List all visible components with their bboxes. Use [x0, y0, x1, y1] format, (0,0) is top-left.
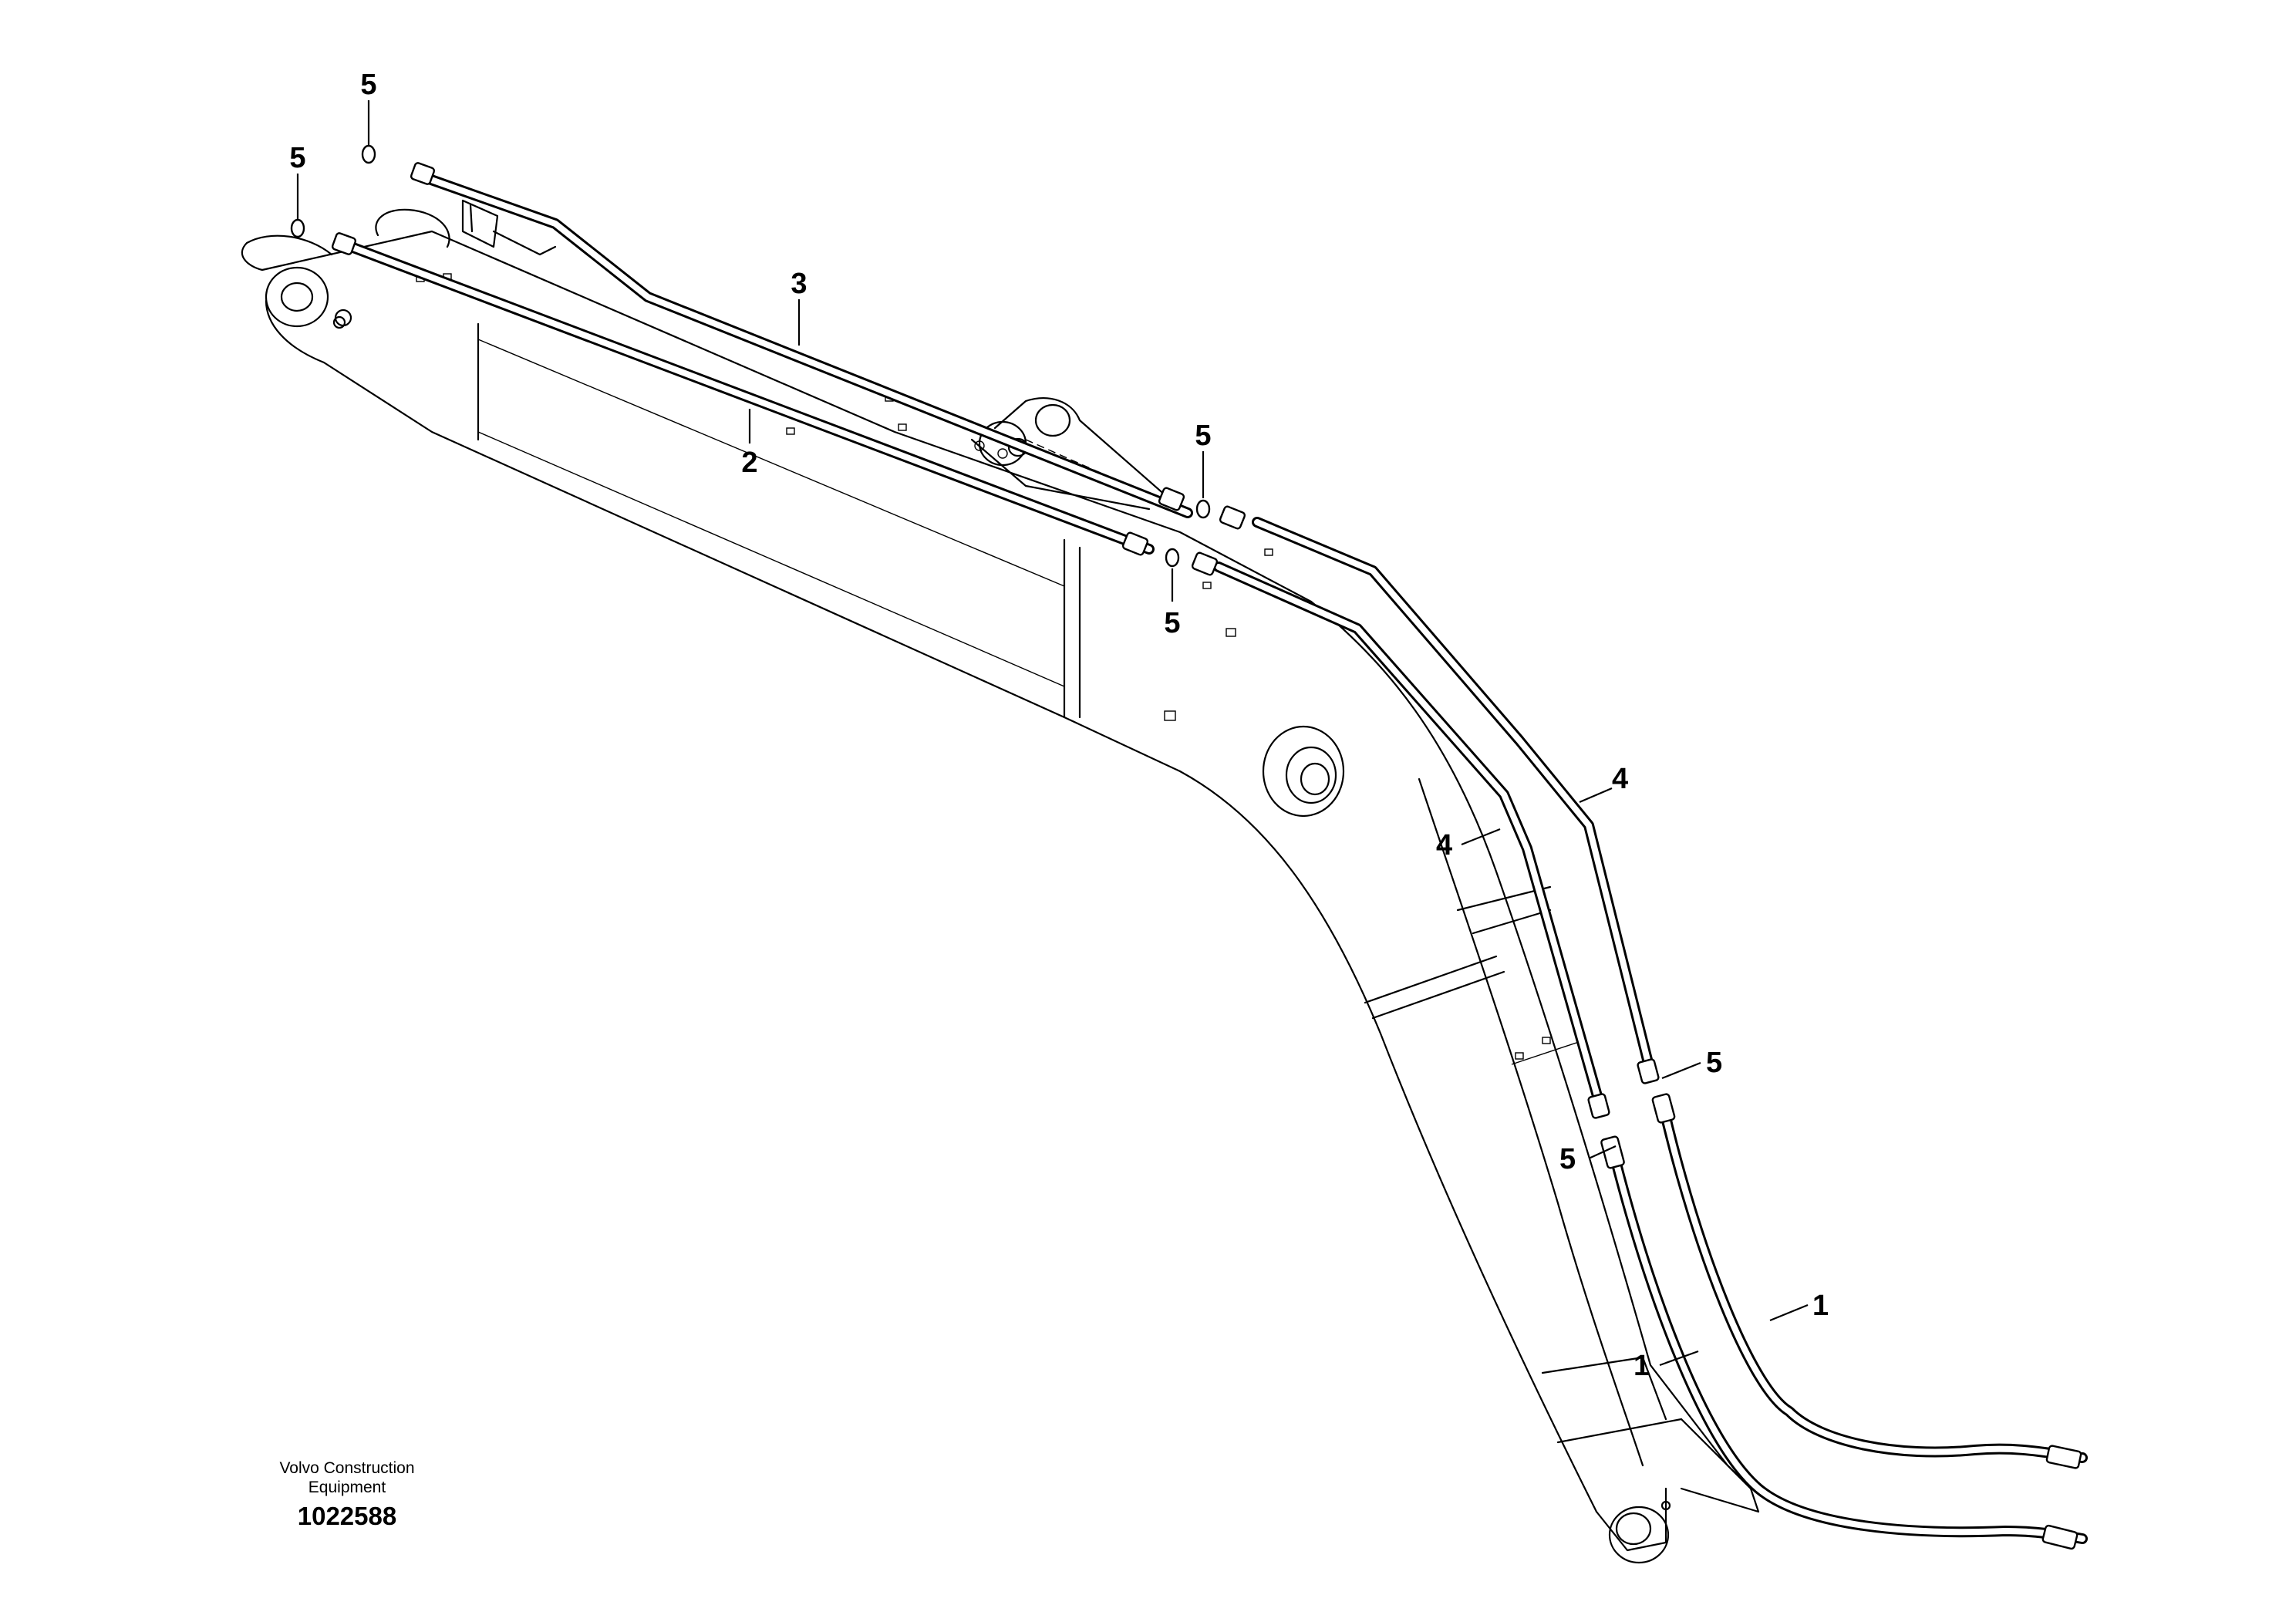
pipe-4-outer: [1252, 517, 1656, 1077]
footer-block: Volvo Construction Equipment 1022588: [279, 1459, 414, 1530]
fitting-hose-1-outer-end: [2045, 1445, 2082, 1469]
callout-1-inner: 1: [1633, 1350, 1650, 1382]
fitting-hose-1-inner-end: [2041, 1524, 2079, 1550]
callout-5-mid-lower: 5: [1164, 607, 1180, 639]
pipe-4-inner: [1213, 561, 1606, 1112]
callout-5-top-right: 5: [360, 69, 376, 101]
fitting-hose-1-inner-top: [1600, 1135, 1625, 1169]
callout-5-lower-outer: 5: [1706, 1047, 1722, 1079]
o-ring-mid-upper: [1195, 499, 1211, 519]
hose-1-outer: [1659, 1105, 2088, 1463]
callout-4-inner: 4: [1436, 829, 1452, 862]
hydraulic-pipes: [342, 170, 2088, 1544]
callout-leaders: [296, 100, 1809, 1367]
fitting-pipe-2-top: [331, 232, 357, 255]
o-ring-pipe-3-top: [361, 144, 376, 164]
fitting-pipe-4-inner-bottom: [1587, 1093, 1610, 1119]
callout-5-top-left: 5: [289, 142, 305, 174]
fitting-pipe-3-mid: [1158, 487, 1185, 511]
drawing-number: 1022588: [298, 1502, 396, 1530]
fitting-pipe-3-top: [410, 162, 436, 185]
hose-1-inner: [1610, 1155, 2088, 1544]
fitting-pipe-4-inner-top: [1191, 551, 1219, 576]
o-ring-mid-lower: [1165, 548, 1180, 568]
brand-line-1: Volvo Construction: [279, 1459, 414, 1477]
pipe-2: [342, 240, 1155, 555]
callout-labels: 5 5 3 2 5 5 4 4 5 5 1 1: [289, 69, 1829, 1382]
callout-3: 3: [791, 268, 807, 300]
callout-4-outer: 4: [1612, 763, 1628, 795]
fitting-pipe-4-outer-bottom: [1637, 1058, 1660, 1084]
fittings: [290, 144, 2082, 1550]
pipe-3: [415, 170, 1193, 518]
callout-2: 2: [741, 447, 757, 479]
o-ring-pipe-2-top: [290, 218, 305, 238]
callout-5-mid-upper: 5: [1195, 420, 1211, 452]
excavator-boom: [241, 199, 1760, 1564]
fitting-hose-1-outer-top: [1651, 1093, 1676, 1124]
brand-line-2: Equipment: [308, 1479, 386, 1496]
callout-5-lower-inner: 5: [1559, 1143, 1576, 1175]
fitting-pipe-2-mid: [1121, 531, 1149, 556]
fitting-pipe-4-outer-top: [1219, 505, 1246, 530]
callout-1-outer: 1: [1812, 1290, 1829, 1322]
